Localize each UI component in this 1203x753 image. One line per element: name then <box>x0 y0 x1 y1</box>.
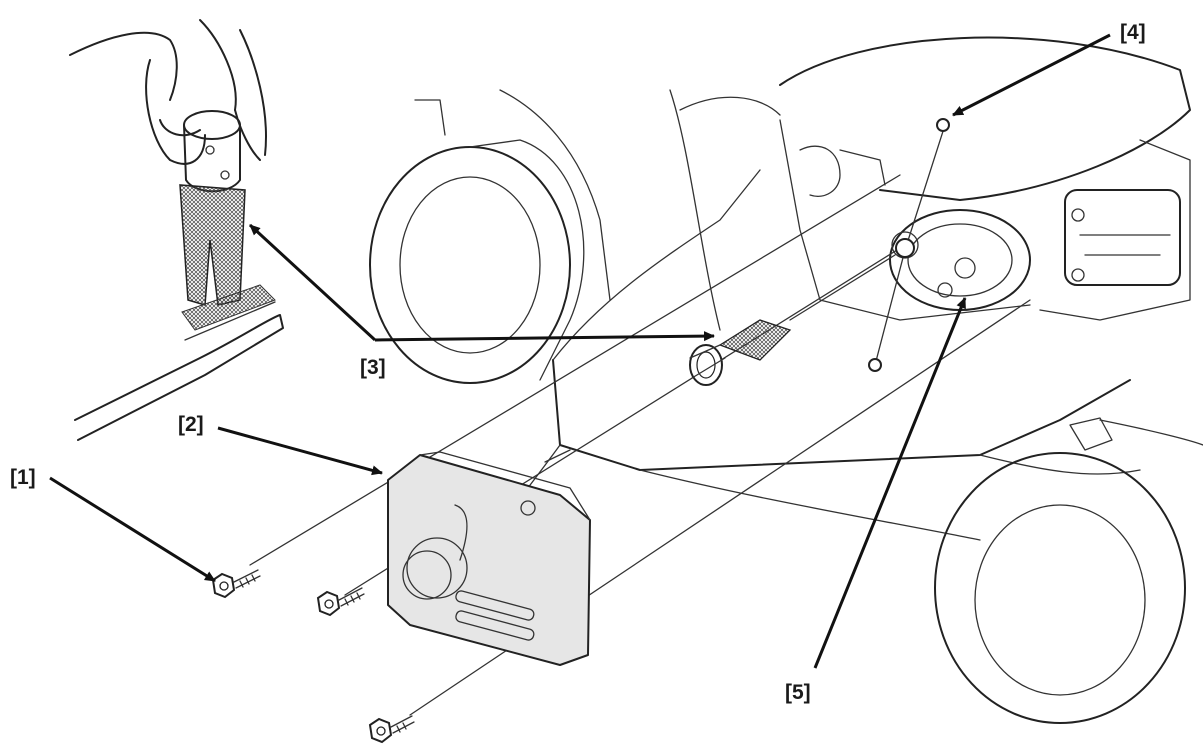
hex-head-bolt-icon <box>316 587 365 617</box>
screw-icon <box>868 118 950 372</box>
rear-wheel-left <box>369 89 611 384</box>
front-wheel-right <box>934 417 1186 724</box>
hex-head-bolt-icon <box>368 715 415 744</box>
muffler-protector <box>387 451 591 666</box>
spark-arrester-screen-icon <box>689 319 792 386</box>
callout-2: [2] <box>178 413 204 436</box>
assembly-guide-lines <box>249 124 1031 716</box>
hex-head-bolt-icon <box>211 569 261 599</box>
callout-5: [5] <box>785 681 811 704</box>
callout-3: [3] <box>360 356 386 379</box>
hand-icon <box>69 19 267 306</box>
callout-1: [1] <box>10 466 36 489</box>
callout-arrows <box>49 33 1111 669</box>
cleaning-brush-icon <box>74 284 284 441</box>
engine <box>779 36 1191 321</box>
callout-4: [4] <box>1120 21 1146 44</box>
